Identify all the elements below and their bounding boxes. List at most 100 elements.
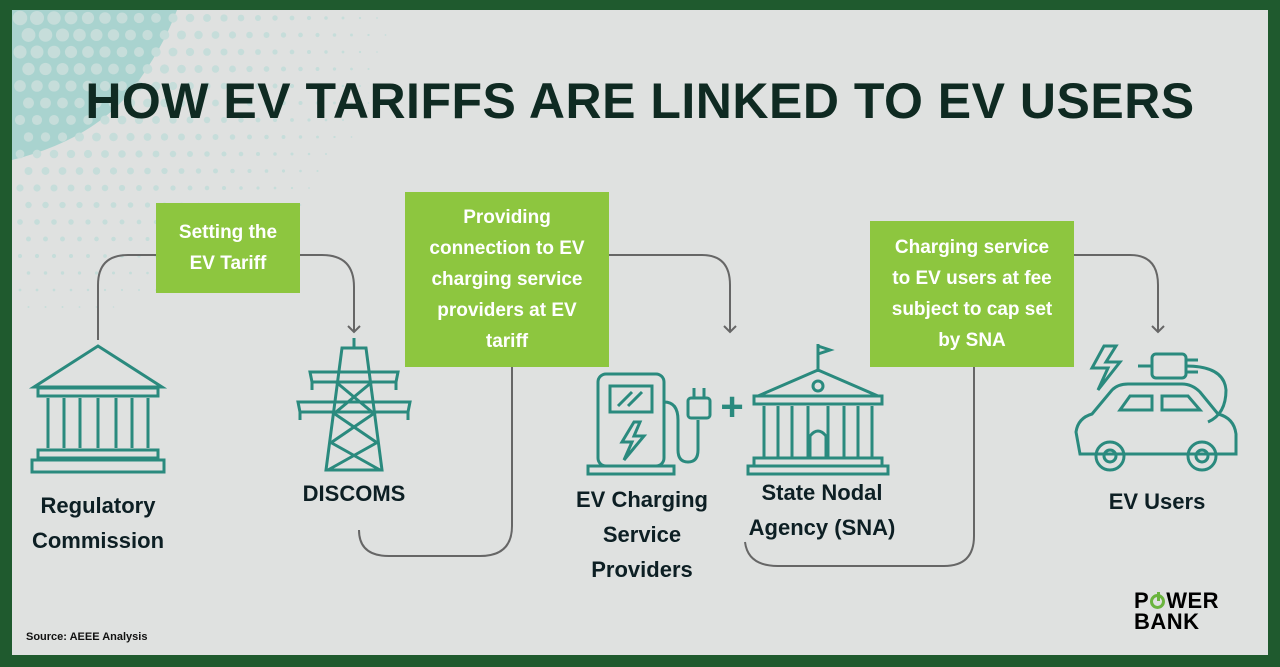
decorative-dot — [29, 10, 45, 26]
decorative-dot — [238, 151, 244, 157]
decorative-dot — [264, 169, 269, 173]
decorative-dot — [324, 16, 328, 20]
decorative-dot-pattern — [12, 10, 387, 309]
decorative-dot — [289, 15, 295, 21]
decorative-dot — [221, 151, 227, 157]
decorative-dot — [22, 62, 35, 76]
decorative-dot — [239, 186, 243, 190]
decorative-dot — [61, 306, 64, 308]
decorative-dot — [26, 271, 31, 275]
decorative-dot — [49, 115, 59, 125]
decorative-dot — [138, 289, 140, 291]
state-building-icon — [746, 344, 890, 476]
decorative-dot — [100, 115, 110, 125]
decorative-dot — [324, 118, 328, 122]
decorative-dot — [316, 135, 319, 139]
decorative-dot — [185, 47, 195, 57]
decorative-dot — [34, 253, 40, 259]
decorative-dot — [108, 98, 119, 108]
decorative-dot — [99, 12, 111, 24]
decorative-dot — [41, 167, 50, 175]
decorative-dot — [273, 152, 277, 156]
providers-label-line3: Providers — [591, 557, 693, 582]
decorative-dot — [341, 50, 345, 54]
decorative-dot — [90, 63, 103, 75]
decorative-dot — [272, 49, 278, 55]
government-building-icon — [28, 344, 168, 474]
decorative-dot — [125, 98, 136, 108]
decorative-dot — [290, 118, 294, 122]
decorative-dot — [133, 46, 145, 58]
decorative-dot — [133, 12, 145, 24]
decorative-dot — [220, 82, 228, 90]
decorative-dot — [195, 168, 202, 174]
decorative-dot — [333, 135, 336, 139]
decorative-dot — [109, 132, 118, 142]
decorative-dot — [60, 236, 65, 242]
decorative-dot — [281, 169, 286, 173]
decorative-dot — [350, 136, 353, 138]
decorative-dot — [341, 84, 345, 88]
decorative-dot — [255, 151, 261, 157]
decorative-dot — [67, 184, 75, 192]
decorative-dot — [15, 149, 25, 159]
decorative-dot — [315, 101, 320, 105]
decorative-dot — [220, 48, 228, 56]
sna-label-line2: Agency (SNA) — [748, 515, 896, 540]
decorative-dot — [211, 65, 220, 73]
decorative-dot — [134, 81, 144, 91]
decorative-dot — [237, 14, 245, 22]
decorative-dot — [51, 253, 57, 259]
decorative-dot — [246, 100, 253, 106]
connection-line3: charging service — [431, 269, 583, 290]
power-button-icon — [1150, 592, 1166, 609]
decorative-dot — [185, 13, 195, 23]
decorative-dot — [160, 98, 169, 108]
decorative-dot — [168, 13, 178, 23]
decorative-dot — [108, 63, 119, 75]
decorative-dot — [194, 30, 203, 40]
decorative-dot — [273, 186, 277, 190]
decorative-dot — [228, 31, 237, 39]
decorative-dot — [247, 134, 252, 140]
decorative-dot — [325, 153, 327, 155]
decorative-dot — [56, 63, 69, 75]
decorative-dot — [92, 167, 101, 175]
users-label: EV Users — [1108, 489, 1206, 514]
decorative-dot — [59, 201, 66, 209]
connection-line2: connection to EV — [429, 238, 585, 259]
decorative-dot — [376, 17, 378, 19]
decorative-dot — [204, 185, 210, 191]
sna-label-line1: State Nodal — [761, 480, 883, 505]
decorative-dot — [95, 306, 98, 308]
decorative-dot — [135, 150, 143, 158]
decorative-dot — [237, 82, 245, 90]
decorative-dot — [34, 219, 40, 225]
decorative-dot — [64, 11, 78, 25]
decorative-dot — [35, 288, 39, 292]
decorative-dot — [170, 185, 176, 191]
decorative-dot — [82, 46, 94, 58]
decorative-dot — [263, 32, 270, 38]
decorative-dot — [43, 236, 48, 242]
arrow-connection-to-providers — [608, 254, 737, 334]
decorative-dot — [272, 15, 278, 21]
decorative-dot — [14, 114, 26, 126]
decorative-dot — [280, 66, 287, 72]
decorative-dot — [307, 152, 311, 156]
decorative-dot — [127, 202, 134, 208]
decorative-dot — [81, 11, 95, 25]
decorative-dot — [73, 63, 86, 75]
service-line2: to EV users at fee — [892, 268, 1052, 289]
tariff-line2: EV Tariff — [189, 253, 267, 274]
decorative-dot — [324, 84, 328, 88]
decorative-dot — [256, 186, 260, 190]
decorative-dot — [281, 100, 286, 106]
decorative-dot — [78, 306, 81, 308]
decorative-dot — [65, 80, 77, 92]
decorative-dot — [316, 169, 319, 173]
decorative-dot — [194, 99, 203, 107]
decorative-dot — [77, 236, 82, 242]
